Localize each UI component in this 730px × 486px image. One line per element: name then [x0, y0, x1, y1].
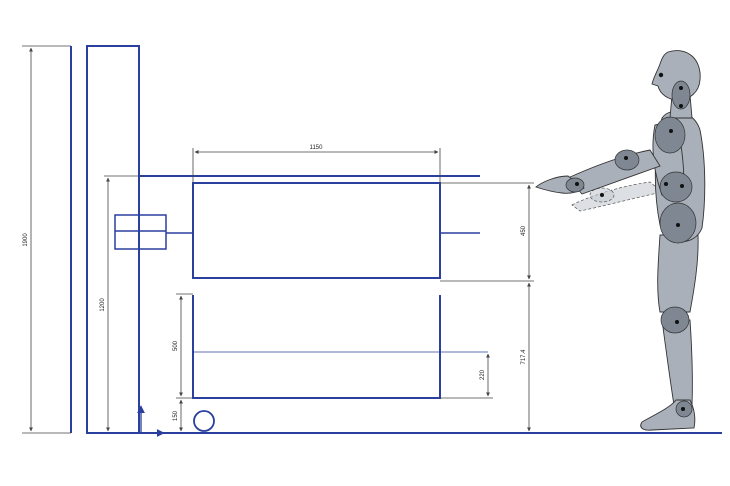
dim-overall-height: 1900	[23, 233, 29, 247]
neck-joint	[671, 80, 691, 110]
dim-unit-width: 1150	[310, 145, 324, 151]
dim-inner-height: 220	[480, 369, 486, 380]
knee-joint	[660, 306, 690, 334]
machine	[70, 45, 722, 437]
dim-base-height: 150	[173, 410, 179, 421]
dim-upper-box-height: 450	[521, 225, 527, 236]
hip-joint	[659, 171, 693, 203]
lower-box	[192, 295, 441, 399]
shoulder-joint	[654, 116, 686, 154]
wheel	[193, 410, 215, 432]
elbow-joint	[614, 149, 640, 171]
connector-box	[114, 214, 167, 250]
dim-working-height: 1200	[100, 298, 106, 312]
upper-box	[192, 182, 441, 279]
dim-lower-box-height: 500	[173, 340, 179, 351]
wrist-joint	[565, 177, 585, 193]
dimensions: 1900 1200 1150 450 717.4 500 150 220	[22, 45, 534, 434]
machine-column	[86, 45, 140, 434]
dim-lower-height: 717.4	[521, 349, 527, 365]
thigh	[657, 234, 699, 313]
human-figure	[535, 50, 706, 431]
